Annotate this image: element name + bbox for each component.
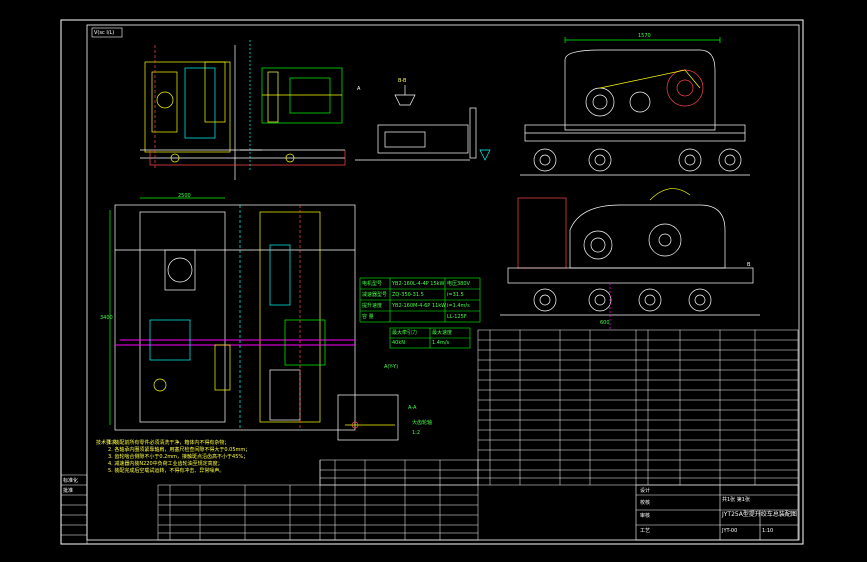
dim-left: 3400 — [100, 315, 113, 321]
callout-1: A(Y-Y) — [384, 364, 399, 370]
dim-track: 600 — [600, 320, 610, 326]
view-tag: V(sc I/L) — [94, 30, 115, 36]
motor-row-3-value: YB2-160M-4-6P 11kW — [392, 303, 447, 309]
notes-line-5: 5. 装配完成后空载试运转，不得有冲击、异常噪声。 — [108, 468, 225, 474]
motor-row-1-value: YB2-160L-4-4P 15kW — [392, 281, 445, 287]
title-text: JYT25A型提升绞车总装配图 — [722, 511, 797, 518]
plan-view — [109, 197, 356, 431]
title-block — [635, 484, 799, 541]
notes-line-2: 2. 各轴承内圈须紧靠轴肩，用塞尺检查间隙不得大于0.05mm； — [108, 447, 251, 453]
notes-line-1: 1. 装配前所有零件必须清洗干净，箱体内不得有杂物； — [108, 440, 230, 446]
detail-boxes — [337, 394, 399, 441]
notes-title: 技术要求 — [96, 440, 117, 446]
motor-row-2-label: 减速器型号 — [362, 292, 388, 298]
drawing-number: JYT-00 — [722, 528, 738, 534]
parts-list-bottom — [157, 459, 479, 541]
callout-3: 大齿轮轴 — [412, 420, 433, 426]
callout-4: 1:2 — [412, 430, 421, 436]
dim-top: 1570 — [638, 33, 651, 39]
tb-label-1: 设计 — [640, 488, 651, 494]
tb-label-2: 校核 — [640, 500, 651, 506]
side-view-bottom-right — [500, 188, 760, 330]
motor-sub-value-1: 40kN — [392, 340, 405, 346]
dim-plan: 2500 — [178, 193, 191, 199]
motor-row-2-value: ZQ-350-31.5 — [392, 292, 424, 298]
front-view-left — [140, 40, 346, 180]
strip-label-1: 标准化 — [63, 478, 79, 484]
motor-row-2-extra: i=31.5 — [447, 292, 464, 298]
strip-label-2: 批准 — [63, 488, 74, 494]
detail-views-top — [355, 85, 491, 161]
motor-sub-header-1: 最大牵引力 — [392, 330, 418, 336]
motor-sub-value-2: 1.4m/s — [432, 340, 450, 346]
notes-line-4: 4. 减速器内装N220中负荷工业齿轮油至规定高度； — [108, 461, 223, 467]
view-a-label: A — [357, 86, 361, 92]
section-label: B-B — [398, 78, 407, 84]
left-strip — [60, 474, 88, 545]
motor-row-1-label: 电机型号 — [362, 281, 383, 287]
motor-row-3-extra: i=1.4m/s — [447, 303, 470, 309]
outer-border — [60, 19, 804, 545]
sheet-count: 共1张 第1张 — [722, 497, 750, 503]
drawing-scale: 1:10 — [762, 528, 774, 534]
view-b-label: B — [747, 262, 751, 268]
tb-label-4: 工艺 — [640, 528, 651, 534]
motor-row-4-extra: LL-125F — [447, 314, 467, 320]
motor-row-3-label: 提升速度 — [362, 303, 383, 309]
side-view-top-right — [520, 37, 750, 176]
callout-2: A-A — [408, 405, 417, 411]
motor-row-1-extra: 电压380V — [447, 281, 470, 287]
tb-label-3: 审核 — [640, 513, 651, 519]
motor-sub-header-2: 最大速度 — [432, 330, 453, 336]
notes-line-3: 3. 齿轮啮合侧隙不小于0.2mm，接触斑点沿齿高不小于45%； — [108, 454, 249, 460]
motor-row-4-label: 容 量 — [362, 314, 374, 320]
view-tag-box — [91, 27, 123, 38]
motor-table — [359, 277, 481, 349]
parts-list-right — [477, 329, 799, 486]
